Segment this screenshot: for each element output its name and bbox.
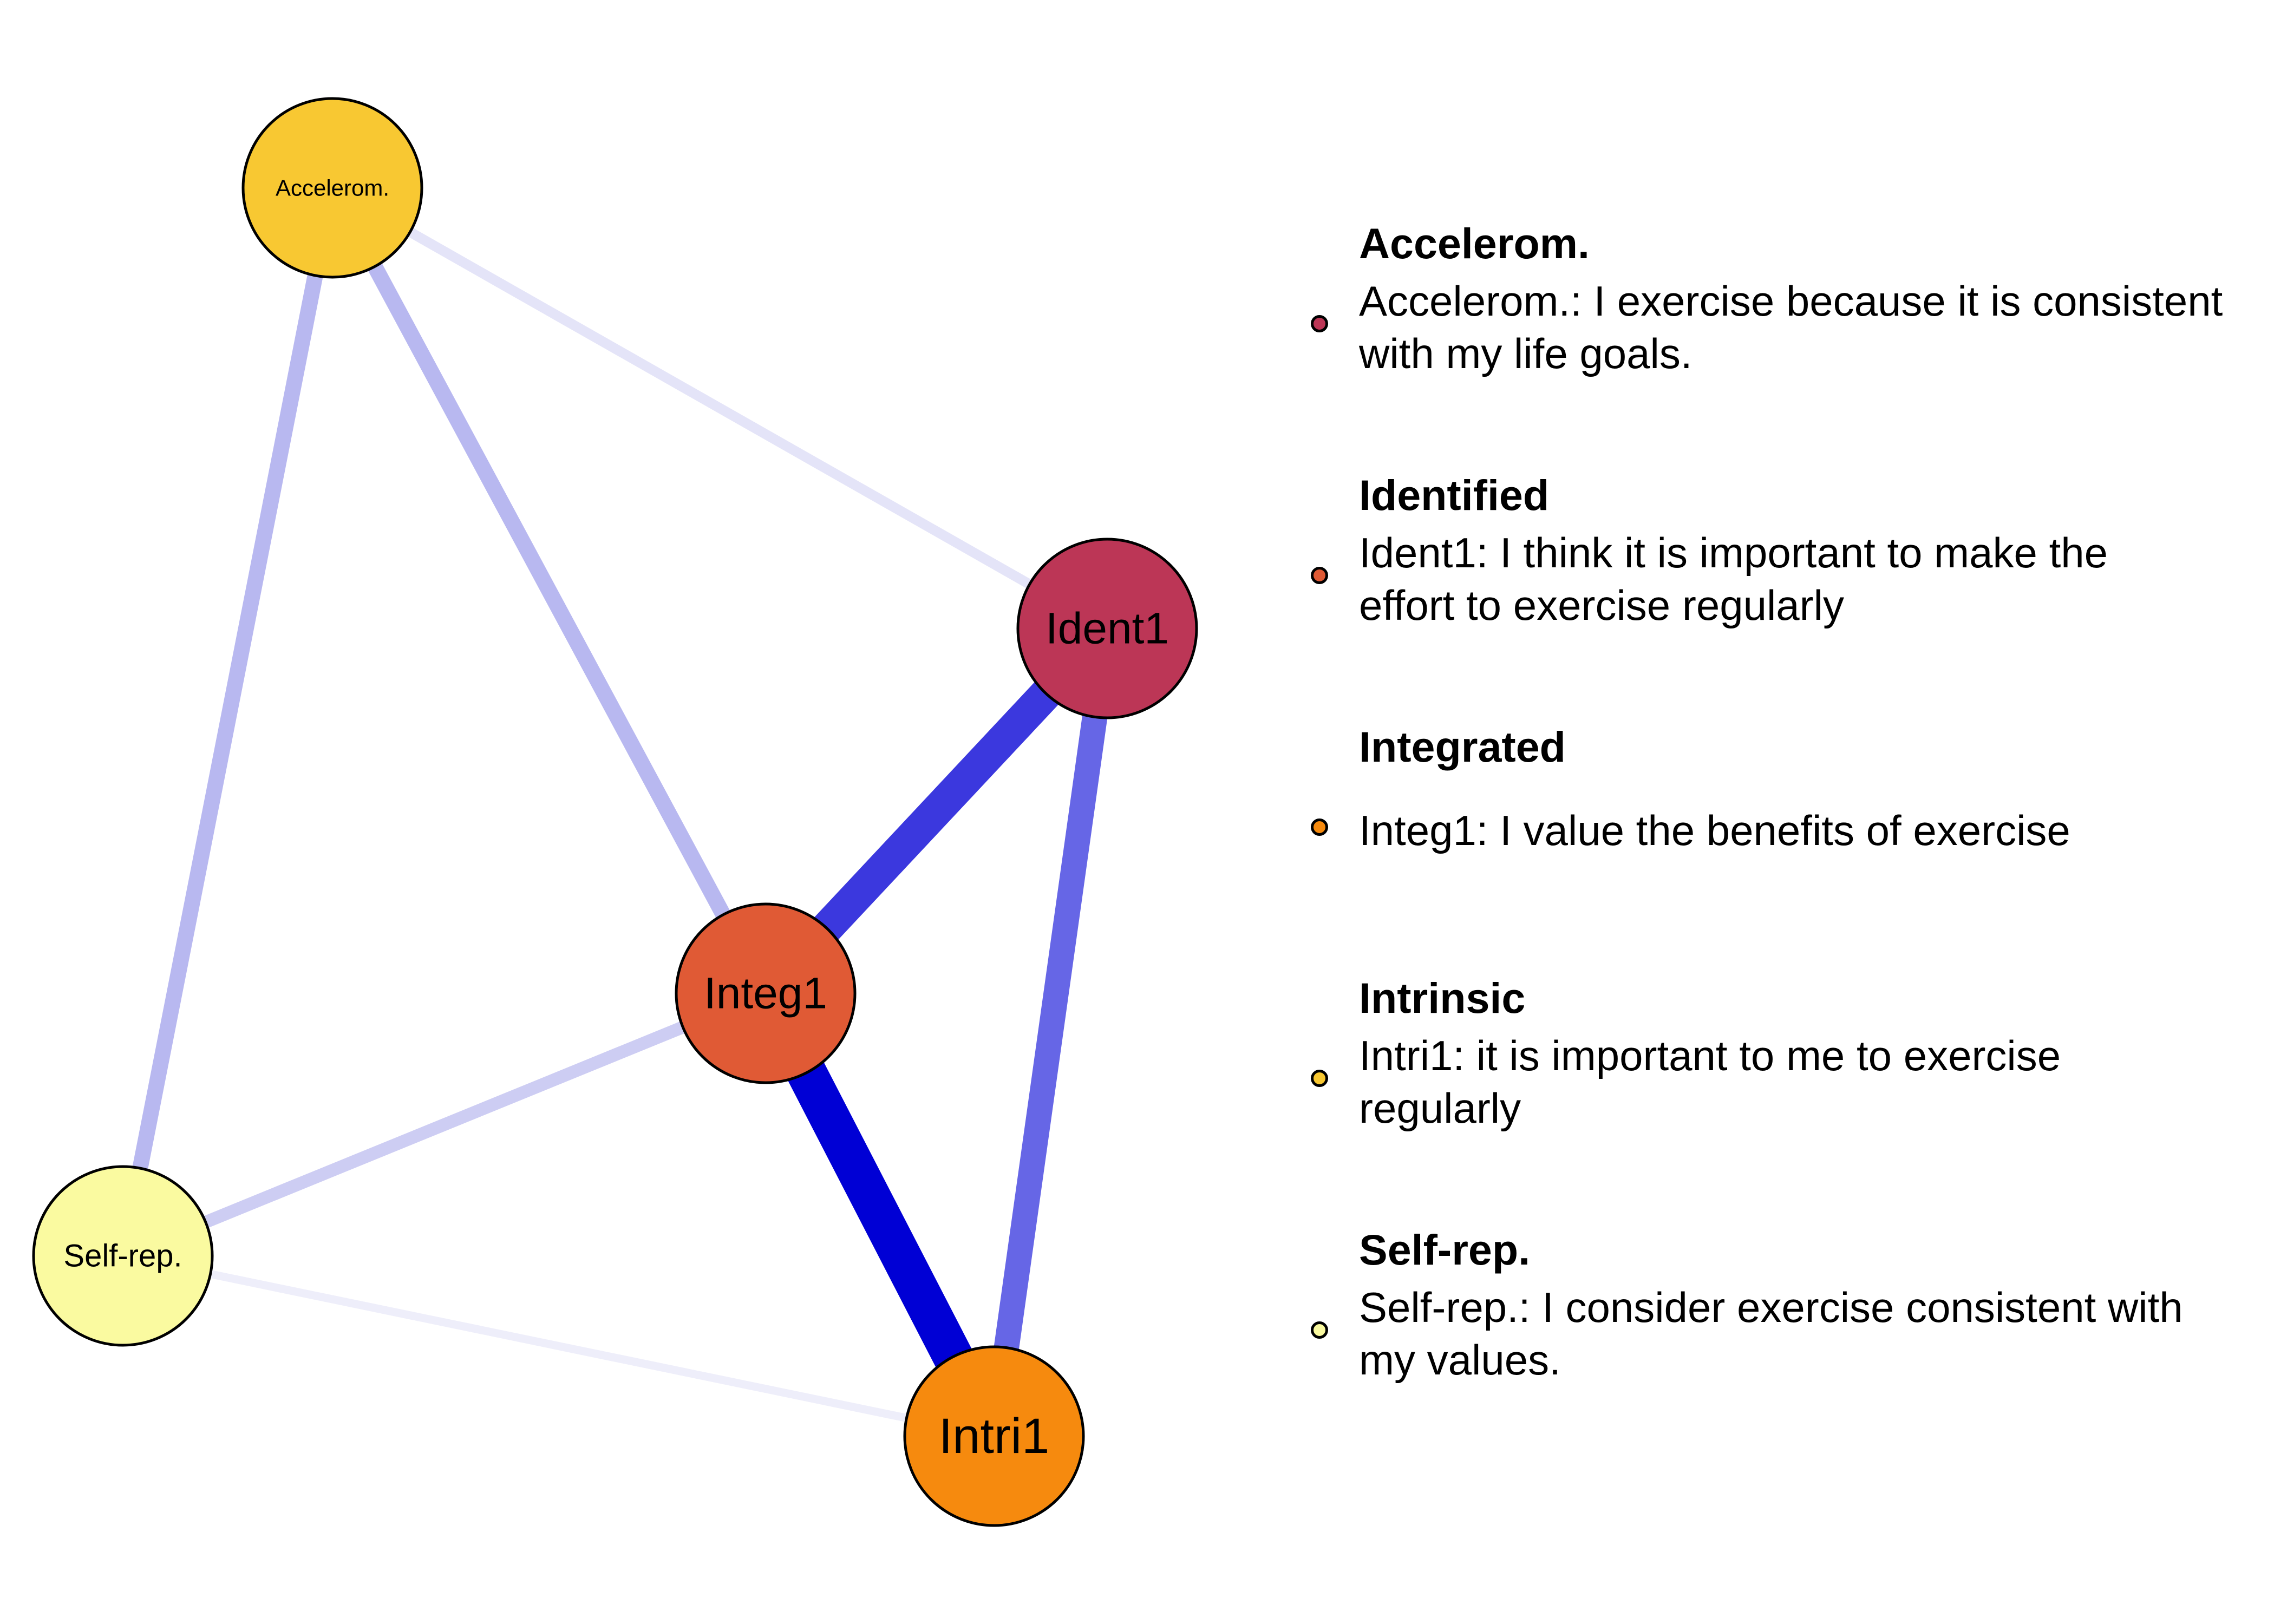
- node-intri1[interactable]: Intri1: [903, 1345, 1085, 1527]
- node-label: Ident1: [1045, 604, 1169, 653]
- edge-accelerom-self-rep: [115, 186, 341, 1258]
- node-integ1[interactable]: Integ1: [675, 902, 857, 1084]
- edge-self-rep-integ1: [120, 987, 768, 1262]
- edges-layer: [115, 183, 1120, 1446]
- node-ident1[interactable]: Ident1: [1016, 538, 1198, 719]
- node-circle[interactable]: [903, 1345, 1085, 1527]
- edge-self-rep-intri1: [122, 1252, 995, 1440]
- node-circle[interactable]: [675, 902, 857, 1084]
- edge-ident1-intri1: [981, 626, 1120, 1438]
- node-accelerom[interactable]: Accelerom.: [241, 97, 423, 279]
- node-label: Integ1: [704, 969, 827, 1018]
- edge-accelerom-ident1: [330, 183, 1110, 633]
- node-label: Intri1: [939, 1409, 1050, 1464]
- edge-accelerom-integ1: [325, 184, 773, 997]
- node-self-rep[interactable]: Self-rep.: [32, 1165, 214, 1347]
- node-circle[interactable]: [241, 97, 423, 279]
- node-circle[interactable]: [32, 1165, 214, 1347]
- node-circle[interactable]: [1016, 538, 1198, 719]
- node-label: Accelerom.: [276, 175, 389, 201]
- node-label: Self-rep.: [63, 1239, 182, 1274]
